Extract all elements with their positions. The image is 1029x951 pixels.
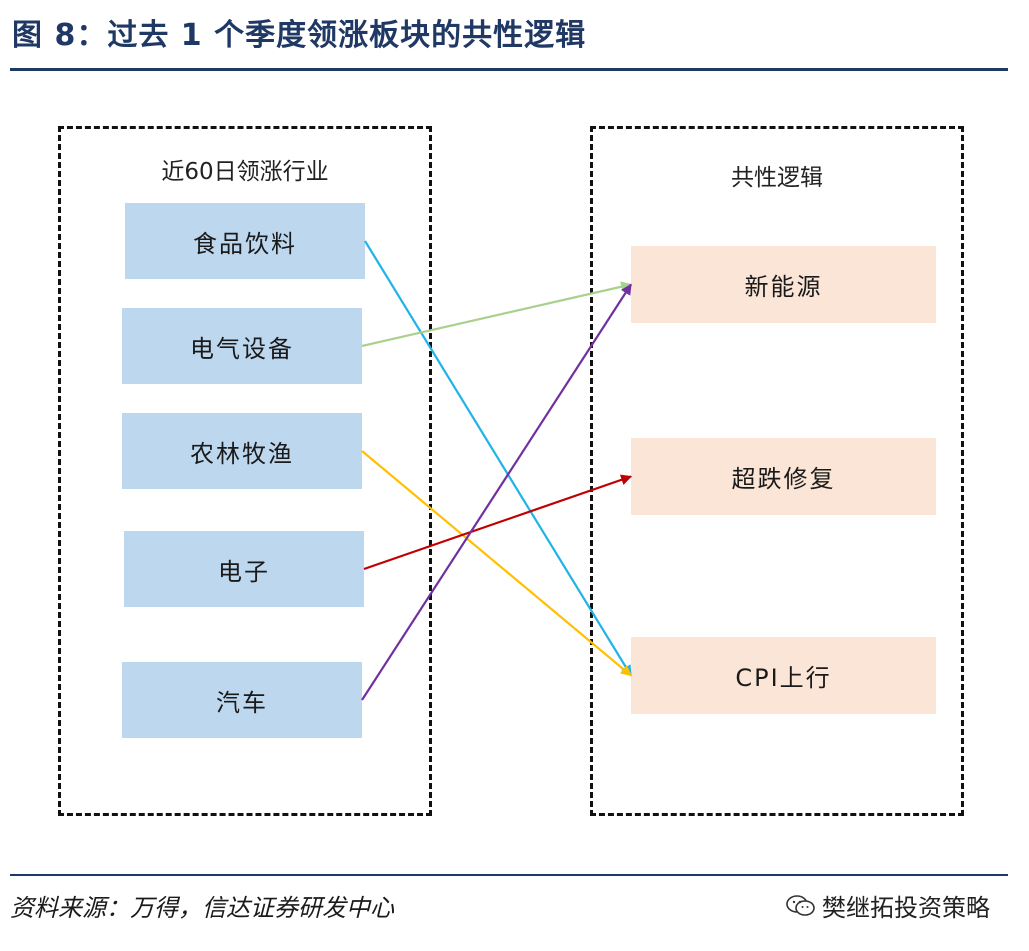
- wechat-icon: [786, 894, 816, 918]
- industry-node-food: 食品饮料: [125, 203, 365, 279]
- watermark: 樊继拓投资策略: [786, 888, 990, 923]
- industry-node-electronics: 电子: [124, 531, 364, 607]
- source-note: 资料来源：万得，信达证券研发中心: [10, 894, 394, 922]
- industry-node-agriculture: 农林牧渔: [122, 413, 362, 489]
- logic-group-label: 共性逻辑: [731, 165, 823, 191]
- industries-group-label: 近60日领涨行业: [161, 159, 329, 185]
- logic-node-oversold-rebound: 超跌修复: [631, 438, 936, 515]
- title-rule: [10, 68, 1008, 71]
- industry-node-auto: 汽车: [122, 662, 362, 738]
- logic-node-cpi-rise: CPI上行: [631, 637, 936, 714]
- figure-title: 图 8：过去 1 个季度领涨板块的共性逻辑: [12, 18, 587, 53]
- footer-rule: [10, 874, 1008, 876]
- watermark-text: 樊继拓投资策略: [822, 894, 990, 922]
- logic-node-new-energy: 新能源: [631, 246, 936, 323]
- industry-node-electric-equipment: 电气设备: [122, 308, 362, 384]
